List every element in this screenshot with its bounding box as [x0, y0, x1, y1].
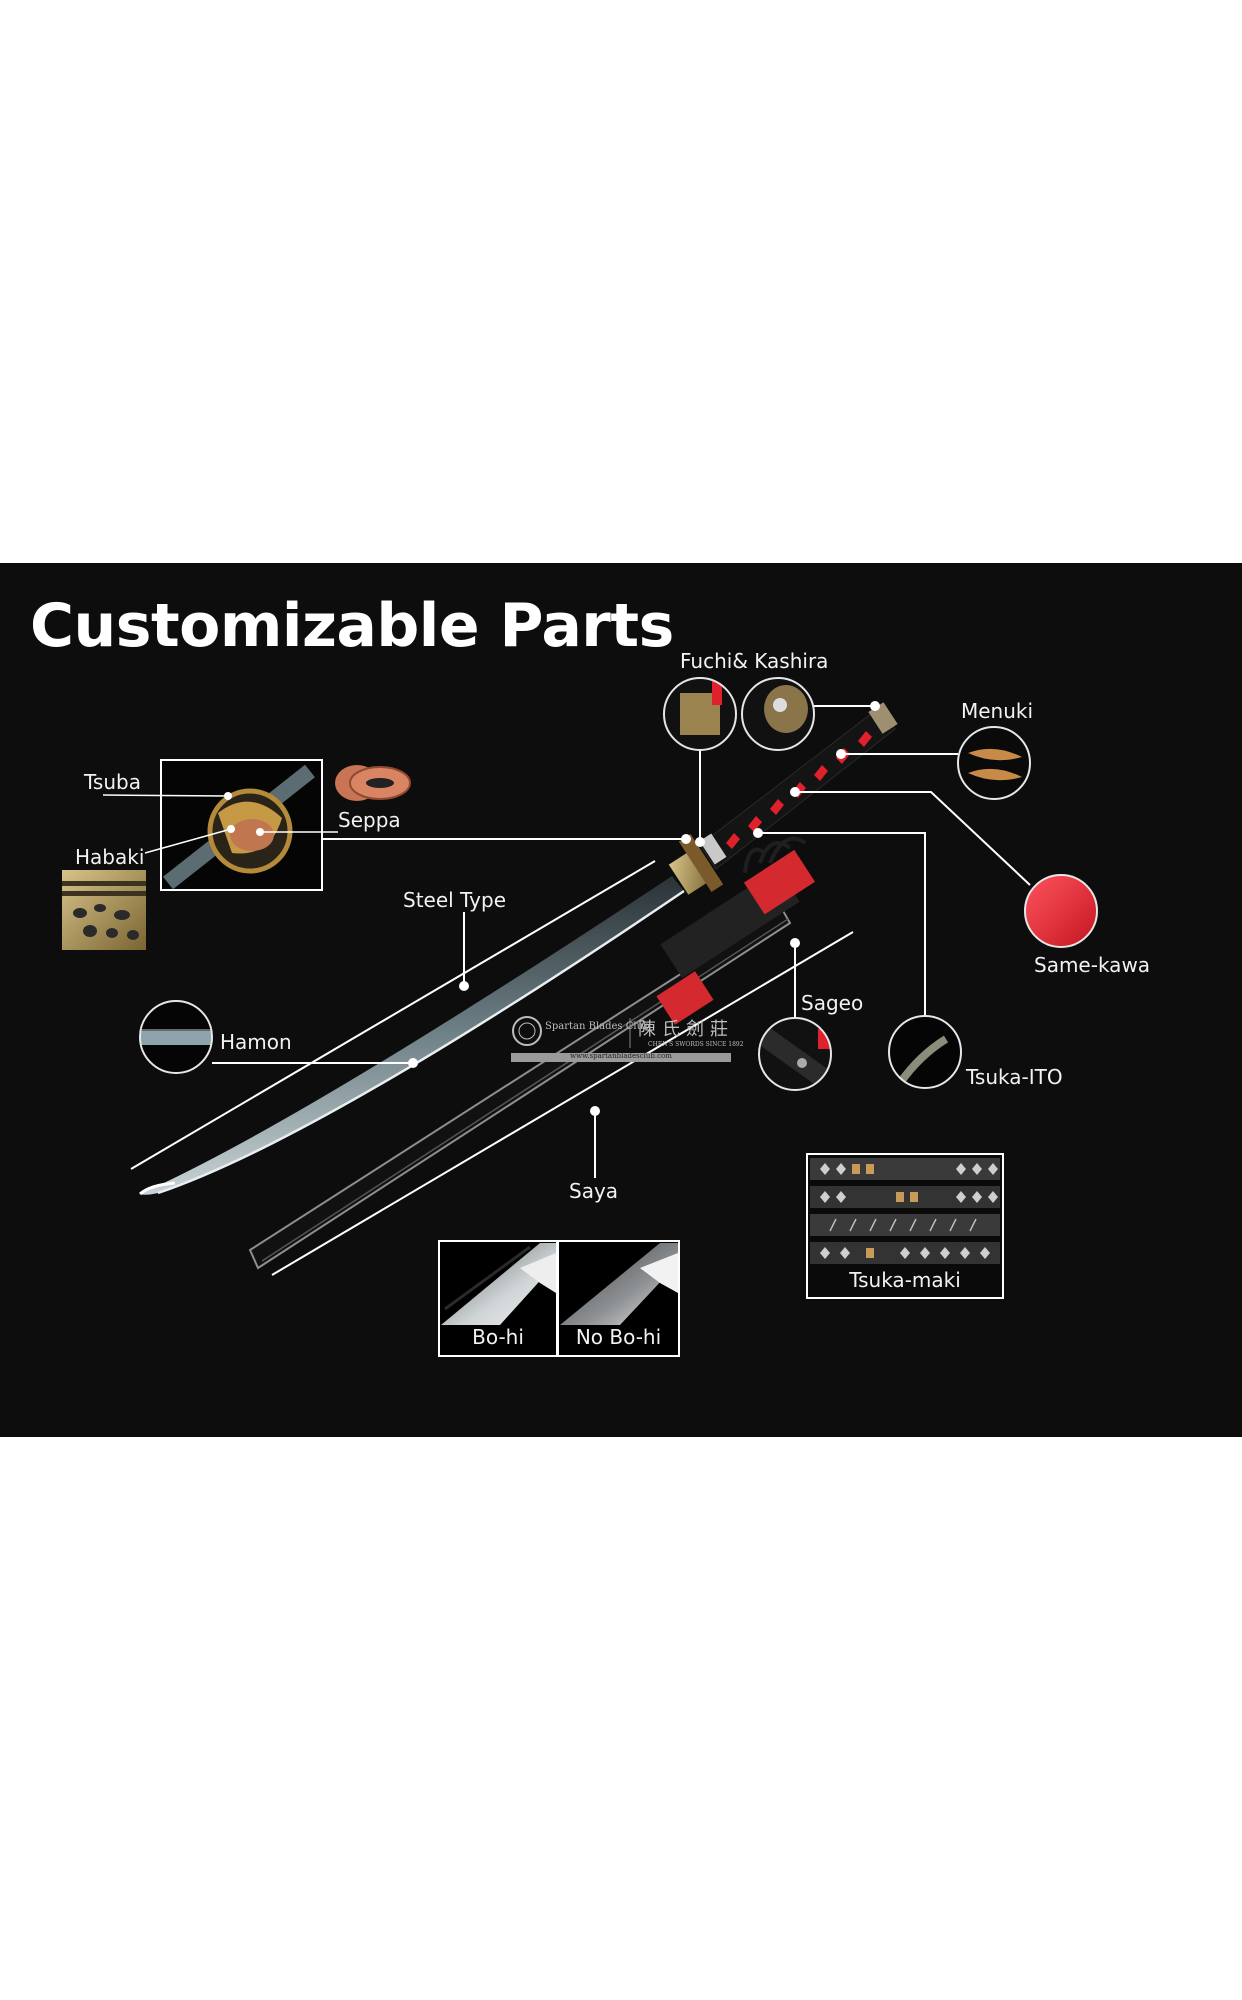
label-steel-type: Steel Type	[403, 888, 506, 912]
label-tsuba: Tsuba	[84, 770, 141, 794]
saya-scabbard	[248, 836, 815, 1270]
hamon-inset	[139, 1000, 213, 1074]
habaki-tsuba-assembly	[668, 834, 724, 895]
tsuka-maki-inset	[806, 1153, 1004, 1299]
label-bo-hi: Bo-hi	[472, 1325, 524, 1349]
fuchi-inset	[663, 677, 737, 751]
menuki-inset	[957, 726, 1031, 800]
habaki-image	[62, 870, 146, 950]
label-habaki: Habaki	[75, 845, 145, 869]
label-menuki: Menuki	[961, 699, 1034, 723]
callout-dots	[408, 701, 880, 1116]
watermark-brand: Spartan Blades Club	[545, 1021, 650, 1032]
label-same-kawa: Same-kawa	[1034, 953, 1151, 977]
label-sageo: Sageo	[801, 991, 864, 1015]
tsuba-inset	[102, 759, 338, 891]
sageo-inset	[758, 1017, 832, 1091]
watermark-url: www.spartanbladesclub.com	[570, 1052, 672, 1060]
label-fuchi-kashira: Fuchi& Kashira	[680, 649, 829, 673]
label-saya: Saya	[569, 1179, 619, 1203]
watermark-tagline: CHEN'S SWORDS SINCE 1892	[648, 1041, 744, 1048]
sword-diagram	[62, 677, 1098, 1357]
kashira-inset	[741, 677, 815, 751]
bo-hi-inset	[438, 1240, 558, 1357]
watermark-logo	[511, 1016, 731, 1062]
label-tsuka-ito: Tsuka-ITO	[966, 1065, 1063, 1089]
katana-blade	[138, 876, 685, 1196]
no-bo-hi-inset	[557, 1240, 680, 1357]
watermark-chinese: 陳氏劍莊	[638, 1019, 734, 1040]
label-no-bo-hi: No Bo-hi	[575, 1325, 662, 1349]
customizable-parts-panel: Customizable Parts Fuchi& Kashira Menuki…	[0, 563, 1242, 1437]
label-seppa: Seppa	[338, 808, 401, 832]
tsuka-ito-inset	[888, 1015, 962, 1089]
label-tsuka-maki: Tsuka-maki	[849, 1268, 961, 1292]
same-kawa-inset	[1024, 874, 1098, 948]
callout-lines	[130, 705, 1031, 1276]
label-hamon: Hamon	[220, 1030, 292, 1054]
page-title: Customizable Parts	[30, 591, 674, 661]
seppa-image	[335, 765, 411, 801]
